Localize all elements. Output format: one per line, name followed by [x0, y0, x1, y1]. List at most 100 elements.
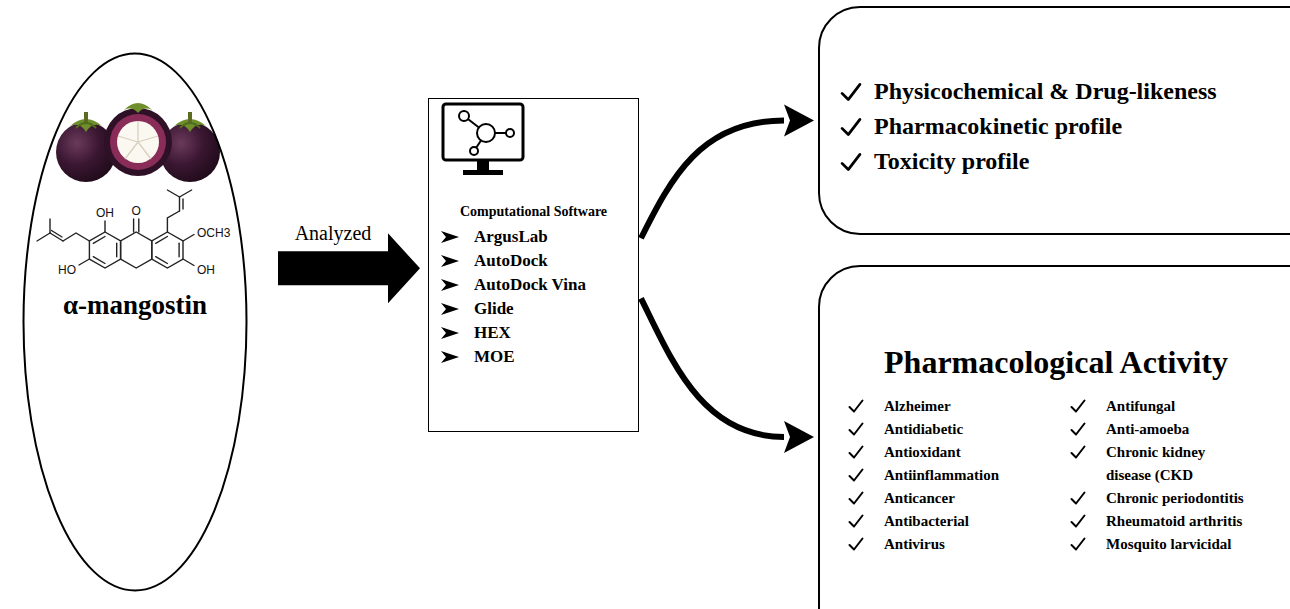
- connector: [641, 105, 814, 239]
- activity-item: Antioxidant: [848, 441, 999, 464]
- activity-text: Antifungal: [1106, 395, 1175, 418]
- connector: [641, 298, 814, 453]
- arrow-bullet-shape: [441, 279, 459, 291]
- check-mark: [848, 537, 864, 551]
- arrow-bullet: [440, 350, 460, 364]
- node-activity: Pharmacological ActivityAlzheimerAntidia…: [818, 265, 1290, 609]
- activity-text: Chronic periodontitis: [1106, 487, 1244, 510]
- fruit-calyx: [76, 123, 96, 128]
- arrow-bullet: [440, 254, 460, 268]
- check-mark-stroke: [842, 84, 860, 99]
- atom-label: O: [131, 204, 142, 218]
- check-mark-stroke: [850, 424, 863, 435]
- arrow-bullet-shape: [441, 351, 459, 363]
- arrow-bullet-shape: [441, 255, 459, 267]
- arrow-label: Analyzed: [295, 222, 372, 245]
- check-text: Pharmacokinetic profile: [874, 113, 1122, 140]
- activity-text: Antioxidant: [884, 441, 961, 464]
- compound-name: α-mangostin: [32, 288, 238, 322]
- check-mark-stroke: [1072, 424, 1085, 435]
- cut-fruit-rind: [110, 114, 166, 170]
- activity-text: Alzheimer: [884, 395, 951, 418]
- check-mark-stroke: [1072, 516, 1085, 527]
- check-mark: [848, 445, 864, 459]
- atom-label: OH: [196, 263, 216, 277]
- atom-label: HO: [57, 263, 77, 277]
- monitor-neck: [477, 160, 489, 171]
- check-item: Physicochemical & Drug-likeness: [840, 74, 1217, 109]
- check-mark: [840, 82, 862, 102]
- check-mark-stroke: [850, 401, 863, 412]
- check-list: Physicochemical & Drug-likenessPharmacok…: [840, 74, 1217, 179]
- oval-outline: [22, 52, 248, 592]
- check-mark-stroke: [850, 493, 863, 504]
- list-item: HEX: [440, 321, 586, 345]
- check-mark: [1070, 399, 1086, 413]
- check-mark: [1070, 445, 1086, 459]
- check-mark: [840, 152, 862, 172]
- monitor-screen: [443, 104, 523, 160]
- activity-text: Mosquito larvicidal: [1106, 533, 1231, 556]
- software-name: AutoDock Vina: [474, 275, 586, 295]
- check-mark-stroke: [850, 470, 863, 481]
- activity-item: Anti-amoeba: [1070, 418, 1247, 441]
- activity-text: Antidiabetic: [884, 418, 963, 441]
- check-mark-stroke: [1072, 447, 1085, 458]
- arrow-bullet-shape: [441, 231, 459, 243]
- monitor-base: [463, 170, 503, 175]
- activity-text: Antibacterial: [884, 510, 969, 533]
- check-mark-stroke: [842, 154, 860, 169]
- list-item: AutoDock Vina: [440, 273, 586, 297]
- curved-arrow: [641, 121, 784, 239]
- arrow-bullet: [440, 230, 460, 244]
- check-mark: [1070, 422, 1086, 436]
- software-name: HEX: [474, 323, 511, 343]
- network-symbol: [459, 111, 514, 155]
- check-mark: [848, 422, 864, 436]
- check-text: Physicochemical & Drug-likeness: [874, 78, 1217, 105]
- check-mark: [1070, 537, 1086, 551]
- mangosteen-fruits: [56, 103, 220, 182]
- check-text: Toxicity profile: [874, 148, 1029, 175]
- atom-label: OH: [95, 206, 115, 220]
- software-name: Glide: [474, 299, 514, 319]
- activity-item: Antidiabetic: [848, 418, 999, 441]
- software-list: ArgusLabAutoDockAutoDock VinaGlideHEX MOE: [440, 225, 586, 369]
- oval-text-group: α-mangostin: [32, 288, 238, 322]
- activity-item: Chronic periodontitis: [1070, 487, 1247, 510]
- software-name: MOE: [474, 347, 515, 367]
- list-item: ArgusLab: [440, 225, 586, 249]
- arrow-bullet: [440, 302, 460, 316]
- activity-item: Antibacterial: [848, 510, 999, 533]
- activity-text: Antiinflammation: [884, 464, 999, 487]
- fruit-calyx: [180, 123, 200, 128]
- activity-text: Chronic kidney disease (CKD: [1106, 441, 1247, 487]
- fruit-stem: [188, 112, 192, 122]
- cut-fruit-flesh: [117, 121, 159, 163]
- activity-item: Antivirus: [848, 533, 999, 556]
- check-mark-stroke: [1072, 493, 1085, 504]
- check-mark: [840, 117, 862, 137]
- arrow-bullet-shape: [441, 327, 459, 339]
- arrowhead: [784, 421, 814, 453]
- oval-shape: [24, 54, 247, 591]
- activity-text: Anticancer: [884, 487, 955, 510]
- activity-text: Antivirus: [884, 533, 945, 556]
- chemical-structure: [37, 190, 194, 268]
- list-item: Glide: [440, 297, 586, 321]
- check-mark: [848, 491, 864, 505]
- activity-item: Anticancer: [848, 487, 999, 510]
- fruit-stem: [84, 112, 88, 122]
- panel-title: Pharmacological Activity: [820, 343, 1290, 381]
- check-mark: [848, 514, 864, 528]
- check-mark: [1070, 514, 1086, 528]
- check-mark: [1070, 491, 1086, 505]
- software-name: AutoDock: [474, 251, 548, 271]
- arrowhead: [784, 105, 814, 137]
- activity-item: Alzheimer: [848, 395, 999, 418]
- check-item: Toxicity profile: [840, 144, 1217, 179]
- computer-icon: [443, 104, 523, 175]
- list-item: AutoDock: [440, 249, 586, 273]
